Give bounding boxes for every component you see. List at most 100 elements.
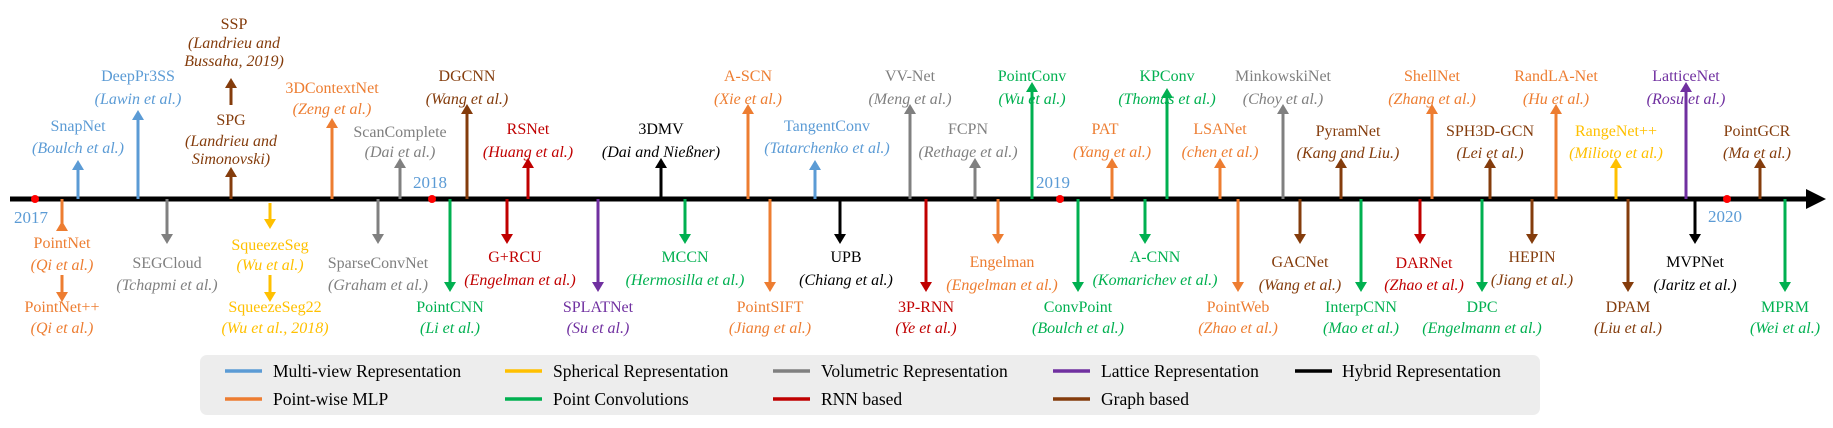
- method-arrow-head: [461, 104, 473, 114]
- method-author: (Dai et al.): [365, 144, 436, 161]
- method-name: SparseConvNet: [328, 255, 429, 272]
- method-arrow-head: [809, 160, 821, 170]
- method-name: PointGCR: [1724, 123, 1791, 140]
- method-pointnet: PointNet (Qi et al.): [31, 199, 94, 274]
- method-name: SEGCloud: [132, 255, 201, 272]
- method-author: (Choy et al.): [1243, 91, 1323, 108]
- method-name: PointSIFT: [737, 299, 804, 316]
- method-randla-net: RandLA-Net (Hu et al.): [1514, 68, 1598, 199]
- method-name: DARNet: [1396, 255, 1453, 272]
- method-arrow-head: [834, 234, 846, 244]
- method-name: PyramNet: [1316, 123, 1381, 140]
- method-arrow-head: [1161, 88, 1173, 98]
- method-author: (Engelman et al.): [946, 277, 1058, 294]
- method-name: PointWeb: [1207, 299, 1270, 316]
- method-author: (Wei et al.): [1750, 320, 1820, 337]
- method-author: (Su et al.): [567, 320, 630, 337]
- method-author: (Boulch et al.): [1032, 320, 1124, 337]
- method-name: UPB: [830, 249, 861, 266]
- method-name: MCCN: [661, 249, 709, 266]
- method-author: (Engelmann et al.): [1422, 320, 1542, 337]
- legend-item-lattice: Lattice Representation: [1053, 361, 1259, 381]
- method-3p-rnn: 3P-RNN (Ye et al.): [895, 199, 957, 337]
- method-arrow-head: [522, 158, 534, 168]
- legend: Multi-view Representation Spherical Repr…: [200, 355, 1540, 415]
- method-mvpnet: MVPNet (Jaritz et al.): [1653, 199, 1737, 294]
- method-name: SPG: [216, 112, 246, 129]
- year-dot-2017: [31, 195, 39, 203]
- method-author: (Xie et al.): [714, 91, 782, 108]
- method-name: PointNet++: [25, 299, 100, 316]
- method-author: (Kang and Liu.): [1297, 145, 1400, 162]
- method-arrow-head: [72, 160, 84, 170]
- method-arrow-head: [1106, 158, 1118, 168]
- method-author: (Qi et al.): [31, 320, 94, 337]
- method-name: MinkowskiNet: [1235, 68, 1332, 85]
- method-arrow-head: [655, 158, 667, 168]
- legend-label: Point Convolutions: [553, 389, 689, 409]
- method-name: A-CNN: [1130, 249, 1181, 266]
- method-author: (Wang et al.): [426, 91, 509, 108]
- method-arrow-head: [1622, 282, 1634, 292]
- method-name: InterpCNN: [1325, 299, 1397, 316]
- legend-label: Graph based: [1101, 389, 1189, 409]
- method-author: (Tatarchenko et al.): [764, 140, 889, 157]
- method-rangenet-plus-plus: RangeNet++ (Milioto et al.): [1569, 123, 1663, 199]
- method-name: SPH3D-GCN: [1446, 123, 1534, 140]
- method-arrow-head: [225, 167, 237, 177]
- method-author: (Liu et al.): [1594, 320, 1662, 337]
- legend-item-pointconv: Point Convolutions: [505, 389, 689, 409]
- method-interpcnn: InterpCNN (Mao et al.): [1323, 199, 1399, 337]
- method-author: (Mao et al.): [1323, 320, 1399, 337]
- method-arrow-head: [904, 104, 916, 114]
- method-author: (Lei et al.): [1456, 145, 1523, 162]
- method-author: (Qi et al.): [31, 257, 94, 274]
- method-arrow-head: [1610, 158, 1622, 168]
- method-arrow-head: [1277, 104, 1289, 114]
- method-arrow-head: [444, 282, 456, 292]
- method-arrow-head: [326, 118, 338, 128]
- method-pointweb: PointWeb (Zhao et al.): [1198, 199, 1278, 337]
- method-author: (Ma et al.): [1723, 145, 1791, 162]
- method-author: (Jiang et al.): [729, 320, 811, 337]
- method-scancomplete: ScanComplete (Dai et al.): [353, 124, 447, 199]
- method-name: 3DMV: [638, 121, 684, 138]
- year-dot-2019: [1056, 195, 1064, 203]
- method-name: A-SCN: [724, 68, 772, 85]
- method-arrow-head: [1754, 158, 1766, 168]
- method-name: PointNet: [34, 235, 91, 252]
- method-name: 3P-RNN: [898, 299, 954, 316]
- method-author-line2: Simonovski): [192, 151, 270, 168]
- method-arrow-head: [1476, 282, 1488, 292]
- method-lsanet: LSANet (chen et al.): [1182, 121, 1258, 199]
- method-hepin: HEPIN (Jiang et al.): [1491, 199, 1573, 289]
- method-name: SqueezeSeg22: [228, 299, 321, 316]
- method-arrow-head: [679, 234, 691, 244]
- method-arrow-head: [1355, 282, 1367, 292]
- method-author: (Zhang et al.): [1388, 91, 1476, 108]
- method-name: SqueezeSeg: [231, 237, 308, 254]
- method-arrow-head: [1689, 234, 1701, 244]
- method-arrow-head: [1294, 234, 1306, 244]
- method-shellnet: ShellNet (Zhang et al.): [1388, 68, 1476, 199]
- year-label-2019: 2019: [1036, 173, 1070, 192]
- method-arrow-head: [161, 234, 173, 244]
- method-arrow-head: [501, 234, 513, 244]
- method-author: (Chiang et al.): [799, 272, 893, 289]
- legend-label: Spherical Representation: [553, 361, 729, 381]
- method-arrow-head: [1072, 282, 1084, 292]
- method-author: (Wu et al., 2018): [221, 320, 328, 337]
- method-author: (Ye et al.): [895, 320, 956, 337]
- legend-item-rnn: RNN based: [773, 389, 902, 409]
- legend-label: Volumetric Representation: [821, 361, 1008, 381]
- method-arrow-head: [1680, 82, 1692, 92]
- method-author: (Landrieu and: [188, 35, 281, 52]
- method-pointcnn: PointCNN (Li et al.): [416, 199, 484, 337]
- method-gacnet: GACNet (Wang et al.): [1259, 199, 1341, 294]
- method-pointsift: PointSIFT (Jiang et al.): [729, 199, 811, 337]
- method-name: DeepPr3SS: [101, 68, 175, 85]
- legend-label: Point-wise MLP: [273, 389, 388, 409]
- legend-item-pointwise: Point-wise MLP: [225, 389, 388, 409]
- method-name: KPConv: [1139, 68, 1194, 85]
- method-dgcnn: DGCNN (Wang et al.): [426, 68, 509, 199]
